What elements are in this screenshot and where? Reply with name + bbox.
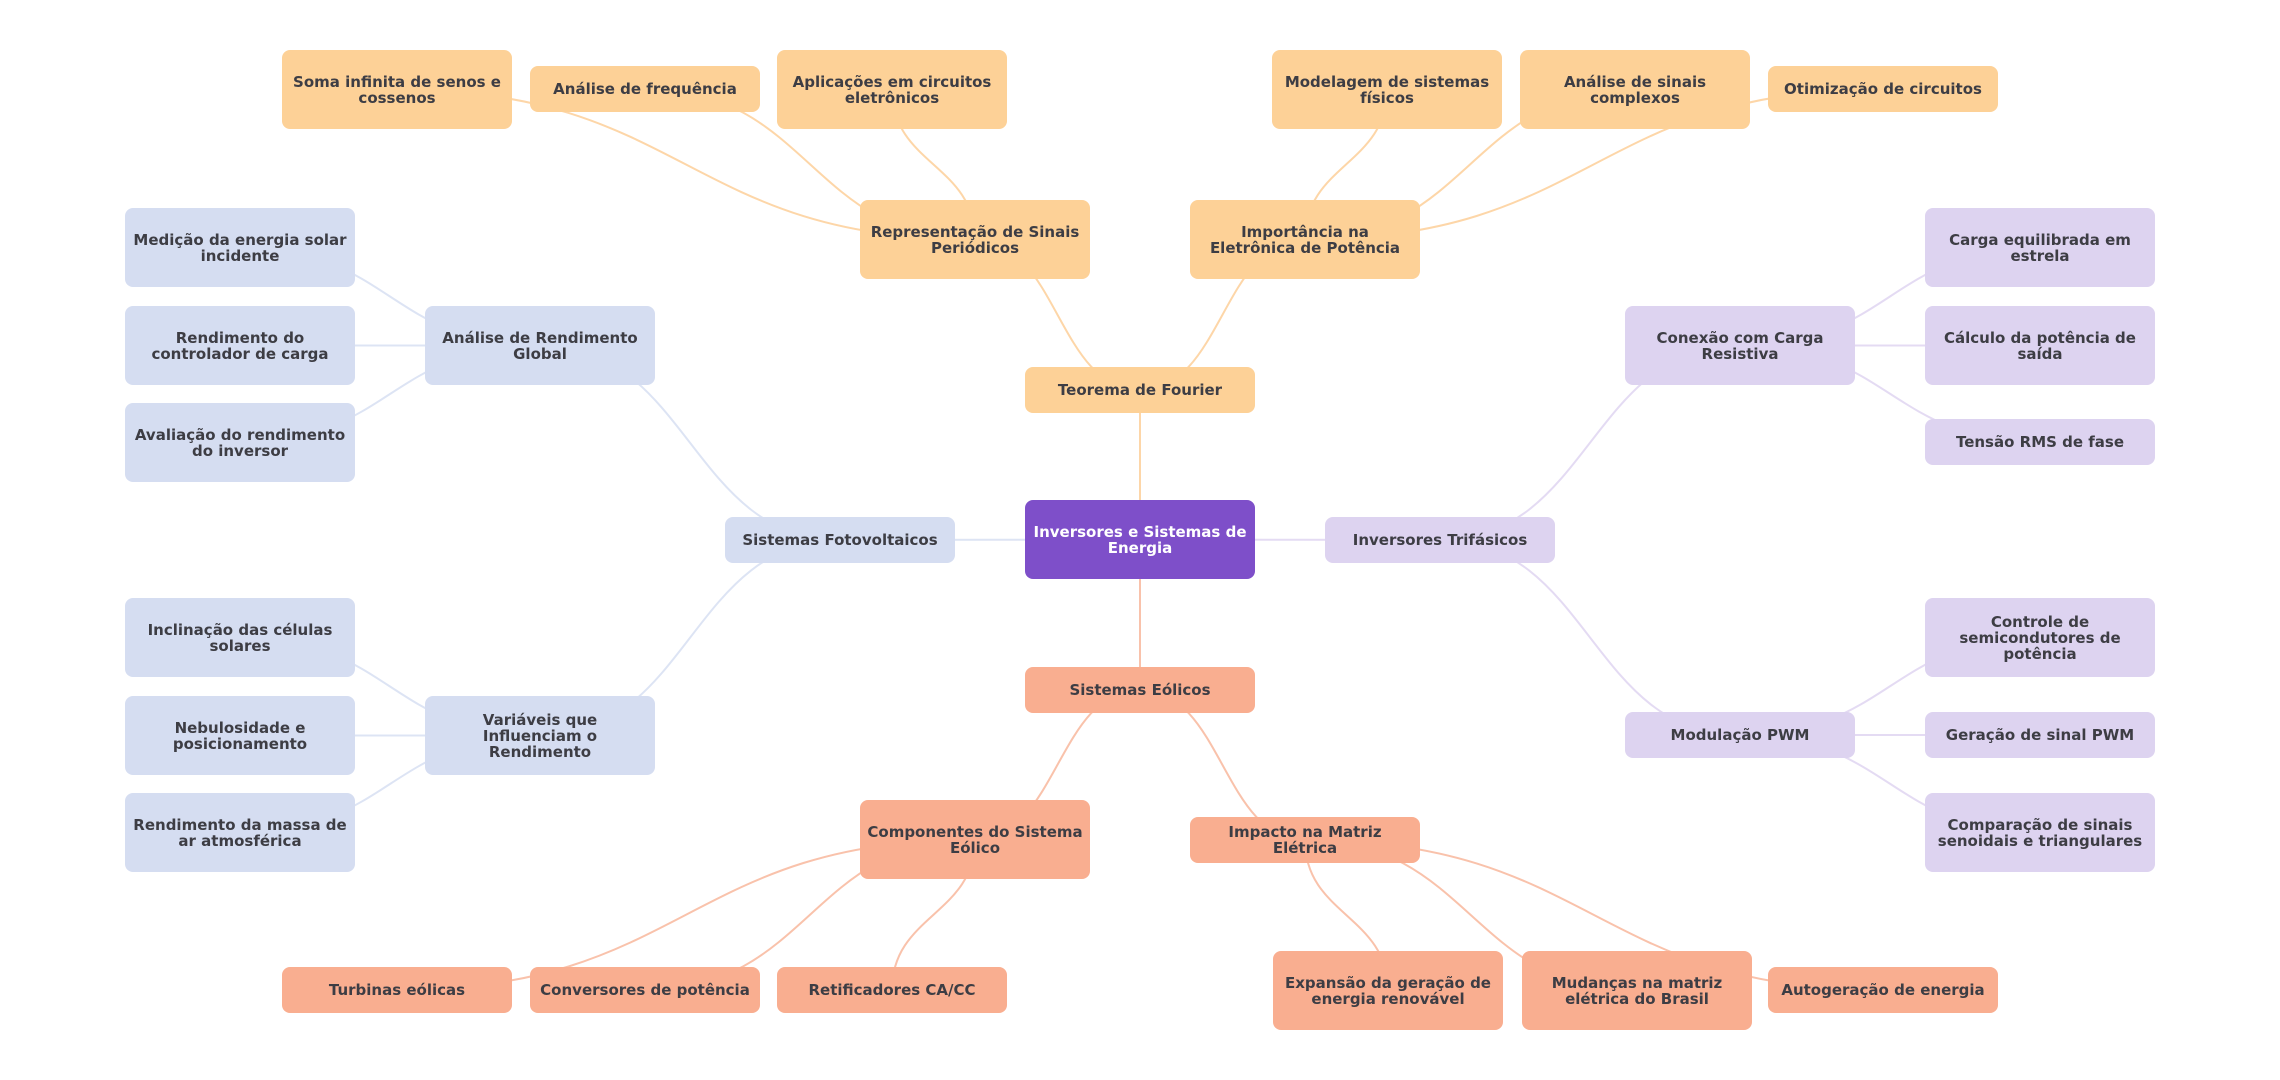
connector-tri-pwm	[1439, 539, 1741, 736]
node-geracao-pwm[interactable]: Geração de sinal PWM	[1925, 712, 2155, 758]
node-tensao-rms[interactable]: Tensão RMS de fase	[1925, 419, 2155, 465]
node-modulacao-pwm[interactable]: Modulação PWM	[1625, 712, 1855, 758]
node-inclinacao-celulas[interactable]: Inclinação das células solares	[125, 598, 355, 677]
node-carga-equilibrada[interactable]: Carga equilibrada em estrela	[1925, 208, 2155, 287]
node-nebulosidade[interactable]: Nebulosidade e posicionamento	[125, 696, 355, 775]
node-expansao-renovavel[interactable]: Expansão da geração de energia renovável	[1273, 951, 1503, 1030]
node-otimizacao-circuitos[interactable]: Otimização de circuitos	[1768, 66, 1998, 112]
node-importancia-eletronica[interactable]: Importância na Eletrônica de Potência	[1190, 200, 1420, 279]
node-autogeracao[interactable]: Autogeração de energia	[1768, 967, 1998, 1013]
node-retificadores[interactable]: Retificadores CA/CC	[777, 967, 1007, 1013]
node-representacao-sinais[interactable]: Representação de Sinais Periódicos	[860, 200, 1090, 279]
node-avaliacao-inversor[interactable]: Avaliação do rendimento do inversor	[125, 403, 355, 482]
node-conexao-carga[interactable]: Conexão com Carga Resistiva	[1625, 306, 1855, 385]
node-medicao-energia[interactable]: Medição da energia solar incidente	[125, 208, 355, 287]
node-aplicacoes-circuitos[interactable]: Aplicações em circuitos eletrônicos	[777, 50, 1007, 129]
node-modelagem-sistemas[interactable]: Modelagem de sistemas físicos	[1272, 50, 1502, 129]
node-sistemas-eolicos[interactable]: Sistemas Eólicos	[1025, 667, 1255, 713]
node-turbinas-eolicas[interactable]: Turbinas eólicas	[282, 967, 512, 1013]
node-impacto-matriz[interactable]: Impacto na Matriz Elétrica	[1190, 817, 1420, 863]
node-conversores-potencia[interactable]: Conversores de potência	[530, 967, 760, 1013]
node-calculo-potencia[interactable]: Cálculo da potência de saída	[1925, 306, 2155, 385]
root-node[interactable]: Inversores e Sistemas de Energia	[1025, 500, 1255, 579]
node-analise-rendimento[interactable]: Análise de Rendimento Global	[425, 306, 655, 385]
node-teorema-fourier[interactable]: Teorema de Fourier	[1025, 367, 1255, 413]
node-variaveis-rendimento[interactable]: Variáveis que Influenciam o Rendimento	[425, 696, 655, 775]
node-analise-frequencia[interactable]: Análise de frequência	[530, 66, 760, 112]
node-analise-sinais-complexos[interactable]: Análise de sinais complexos	[1520, 50, 1750, 129]
node-massa-ar[interactable]: Rendimento da massa de ar atmosférica	[125, 793, 355, 872]
node-soma-infinita[interactable]: Soma infinita de senos e cossenos	[282, 50, 512, 129]
node-controle-semicondutores[interactable]: Controle de semicondutores de potência	[1925, 598, 2155, 677]
node-comparacao-sinais[interactable]: Comparação de sinais senoidais e triangu…	[1925, 793, 2155, 872]
node-inversores-trifasicos[interactable]: Inversores Trifásicos	[1325, 517, 1555, 563]
node-componentes-eolico[interactable]: Componentes do Sistema Eólico	[860, 800, 1090, 879]
node-sistemas-fotovoltaicos[interactable]: Sistemas Fotovoltaicos	[725, 517, 955, 563]
node-rendimento-controlador[interactable]: Rendimento do controlador de carga	[125, 306, 355, 385]
node-mudancas-matriz[interactable]: Mudanças na matriz elétrica do Brasil	[1522, 951, 1752, 1030]
